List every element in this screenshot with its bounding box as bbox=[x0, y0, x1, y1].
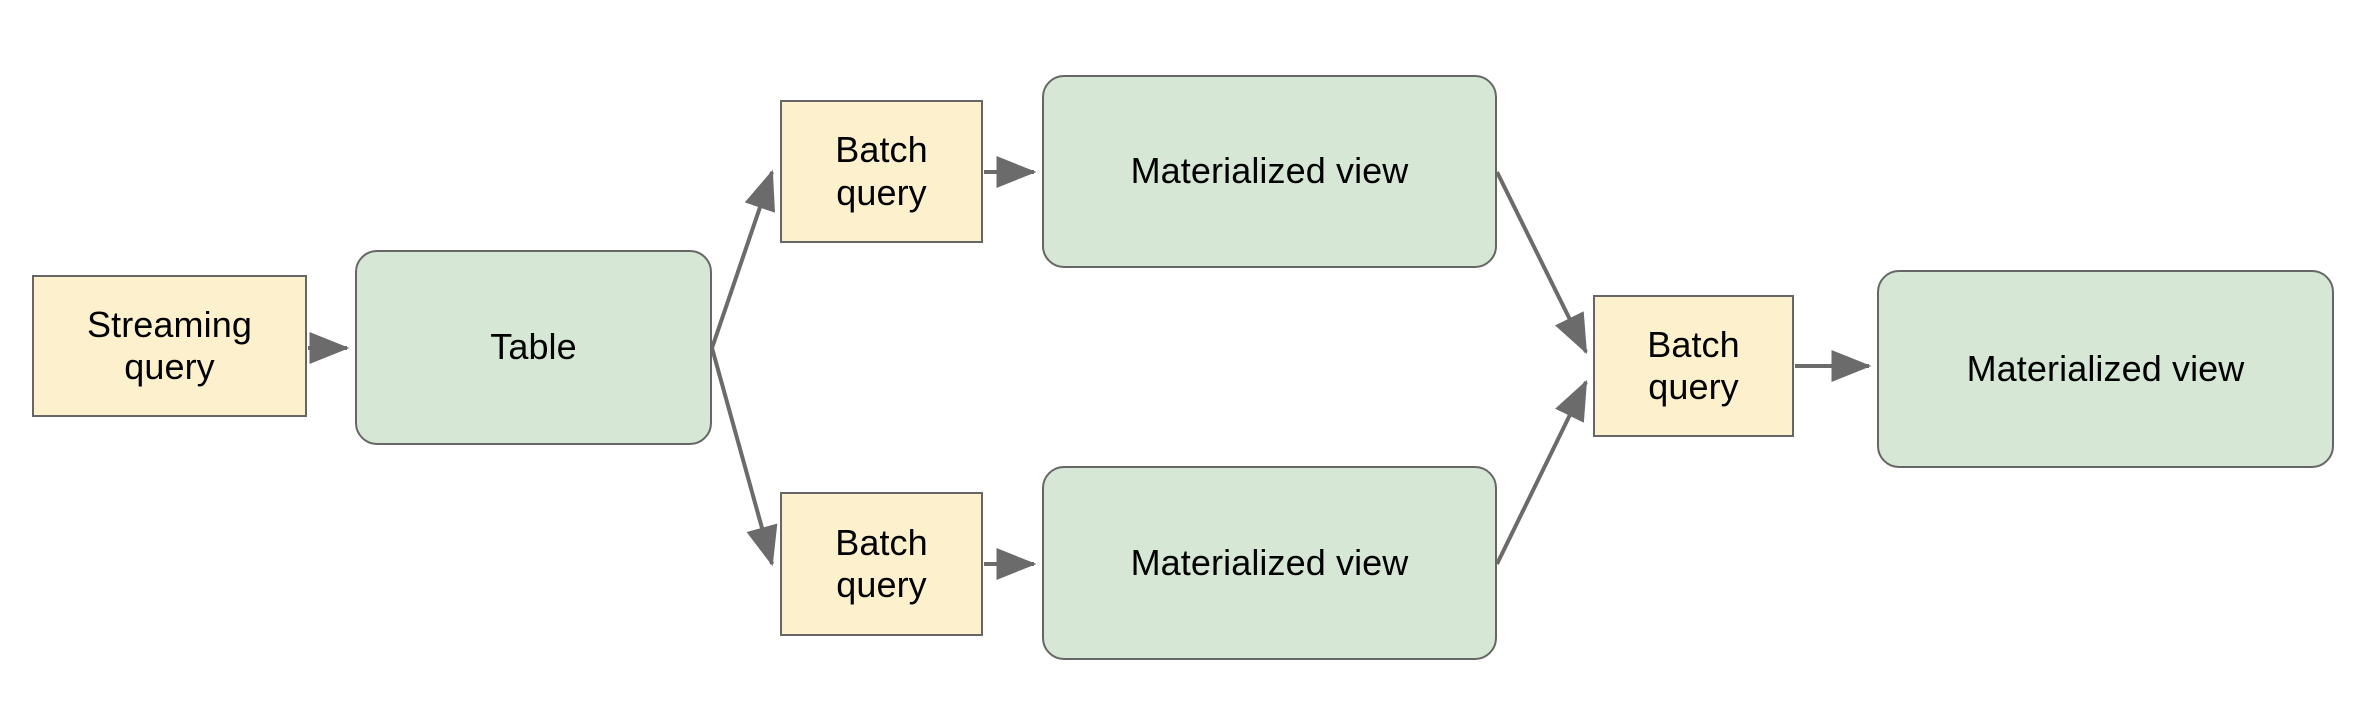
edge-table-to-batch-query-bottom bbox=[710, 347, 778, 567]
node-materialized-view-top[interactable]: Materialized view bbox=[1042, 75, 1497, 268]
node-label: Streaming query bbox=[87, 303, 252, 387]
node-materialized-view-bottom[interactable]: Materialized view bbox=[1042, 466, 1497, 660]
node-label: Batch query bbox=[835, 521, 928, 605]
node-batch-query-bottom[interactable]: Batch query bbox=[780, 492, 983, 636]
node-table[interactable]: Table bbox=[355, 250, 712, 445]
edge-materialized-view-bottom-to-batch-query-right bbox=[1495, 379, 1588, 565]
node-label: Materialized view bbox=[1130, 150, 1409, 192]
node-label: Materialized view bbox=[1966, 347, 2245, 389]
node-label: Batch query bbox=[1647, 323, 1740, 407]
node-batch-query-top[interactable]: Batch query bbox=[780, 100, 983, 243]
node-label: Table bbox=[490, 326, 577, 368]
node-materialized-view-right[interactable]: Materialized view bbox=[1877, 270, 2334, 468]
edge-materialized-view-top-to-batch-query-right bbox=[1495, 171, 1588, 355]
edge-table-to-batch-query-top bbox=[710, 169, 776, 349]
node-streaming-query[interactable]: Streaming query bbox=[32, 275, 307, 417]
node-label: Materialized view bbox=[1130, 541, 1409, 583]
node-batch-query-right[interactable]: Batch query bbox=[1593, 295, 1794, 437]
node-label: Batch query bbox=[835, 129, 928, 213]
